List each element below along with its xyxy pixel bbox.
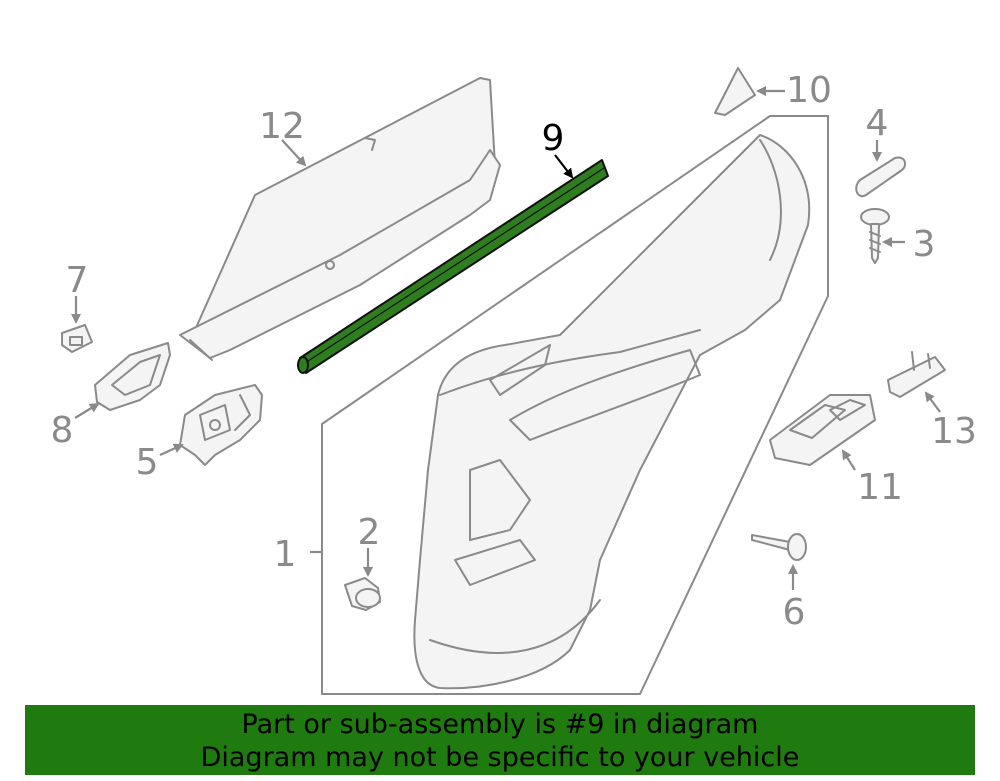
clip-7[interactable] xyxy=(61,324,93,353)
callout-10: 10 xyxy=(786,70,832,111)
cover-4[interactable] xyxy=(855,156,907,198)
inside-handle[interactable] xyxy=(94,342,171,411)
info-banner: Part or sub-assembly is #9 in diagram Di… xyxy=(25,705,975,775)
callout-1: 1 xyxy=(274,534,297,575)
corner-trim[interactable] xyxy=(714,67,756,116)
door-trim-panel[interactable] xyxy=(310,115,829,695)
door-latch[interactable] xyxy=(179,384,263,466)
callout-4: 4 xyxy=(866,103,889,144)
callout-6: 6 xyxy=(783,592,806,633)
callout-5: 5 xyxy=(136,442,159,483)
callout-13: 13 xyxy=(931,411,977,452)
callout-12: 12 xyxy=(259,106,305,147)
callout-7: 7 xyxy=(66,260,89,301)
screw-6[interactable] xyxy=(751,533,807,561)
push-clip[interactable] xyxy=(344,577,381,611)
screw-3[interactable] xyxy=(860,208,890,264)
callout-9: 9 xyxy=(542,118,565,159)
parts-diagram: 1 2 3 4 5 6 7 8 9 10 11 12 13 xyxy=(51,67,977,695)
banner-line-disclaimer: Diagram may not be specific to your vehi… xyxy=(200,742,800,773)
window-weatherstrip[interactable] xyxy=(297,159,609,374)
window-switch[interactable] xyxy=(769,394,876,466)
callout-8: 8 xyxy=(51,410,74,451)
banner-line-part: Part or sub-assembly is #9 in diagram xyxy=(241,709,759,740)
callout-3: 3 xyxy=(913,224,936,265)
callout-2: 2 xyxy=(358,512,381,553)
callout-11: 11 xyxy=(857,467,903,508)
bracket-13[interactable] xyxy=(887,351,946,398)
sunshade[interactable] xyxy=(179,77,501,361)
